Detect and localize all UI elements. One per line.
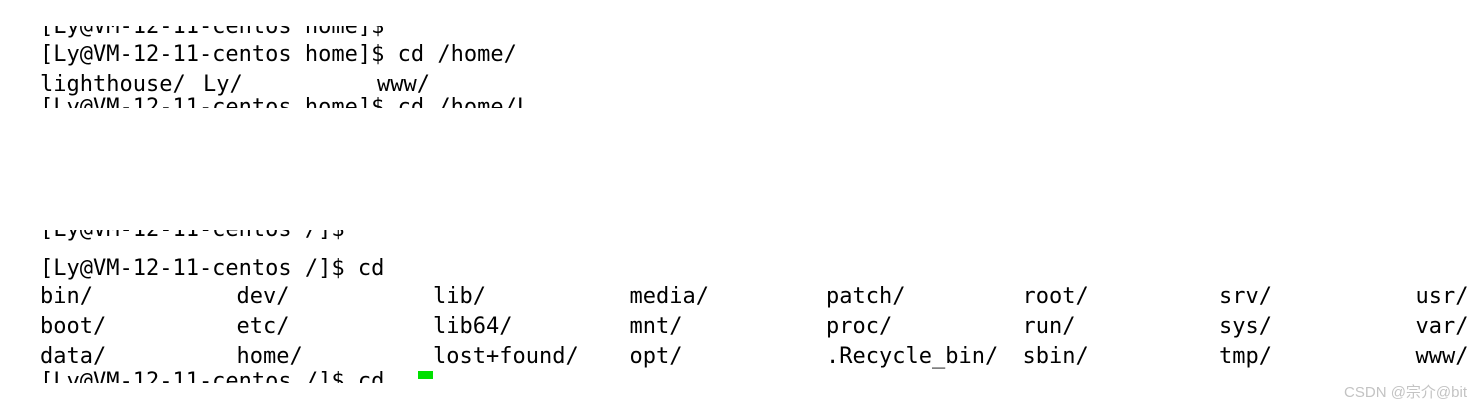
dir-entry-home: home/ xyxy=(236,344,303,369)
dir-entry-boot: boot/ xyxy=(40,314,107,339)
dir-entry-lib64: lib64/ xyxy=(433,314,513,339)
dir-entry-etc: etc/ xyxy=(236,314,290,339)
dir-entry-patch: patch/ xyxy=(826,284,906,309)
dir-listing-row-2: boot/ etc/ lib64/ mnt/ proc/ run/ sys/ v… xyxy=(40,312,1477,342)
dir-entry-sbin: sbin/ xyxy=(1022,344,1089,369)
clipped-line-mid-lower-text: [Ly@VM-12-11-centos /]$ xyxy=(40,230,345,243)
clipped-line-mid-upper-text: [Ly@VM-12-11-centos home]$ cd /home/L xyxy=(40,97,530,108)
dir-entry-recycle-bin: .Recycle_bin/ xyxy=(826,344,999,369)
dir-listing-row-1: bin/ dev/ lib/ media/ patch/ root/ srv/ … xyxy=(40,282,1477,312)
dir-entry-lib: lib/ xyxy=(433,284,486,309)
dir-entry-bin: bin/ xyxy=(40,284,93,309)
dir-entry-usr: usr/ xyxy=(1415,284,1469,309)
dir-entry-tmp: tmp/ xyxy=(1219,344,1272,369)
dir-entry-opt: opt/ xyxy=(629,344,683,369)
clipped-line-bottom: [Ly@VM-12-11-centos /]$ cd xyxy=(40,371,384,383)
dir-entry-proc: proc/ xyxy=(826,314,893,339)
dir-entry-root: root/ xyxy=(1022,284,1089,309)
clipped-line-bottom-text: [Ly@VM-12-11-centos /]$ cd xyxy=(40,371,384,383)
dir-entry-run: run/ xyxy=(1022,314,1076,339)
dir-entry-lost-found: lost+found/ xyxy=(433,344,579,369)
clipped-line-top-text: [Ly@VM-12-11-centos home]$ xyxy=(40,26,385,39)
dir-entry-dev: dev/ xyxy=(236,284,290,309)
dir-entry-mnt: mnt/ xyxy=(629,314,683,339)
prompt-line-root-cd: [Ly@VM-12-11-centos /]$ cd xyxy=(40,256,385,281)
clipped-line-mid-upper: [Ly@VM-12-11-centos home]$ cd /home/L xyxy=(40,97,530,108)
terminal-cursor xyxy=(418,371,433,379)
clipped-line-top: [Ly@VM-12-11-centos home]$ xyxy=(40,26,384,40)
dir-entry-srv: srv/ xyxy=(1219,284,1272,309)
dir-entry-media: media/ xyxy=(629,284,709,309)
dir-entry-lighthouse: lighthouse/ xyxy=(40,72,186,97)
dir-entry-var: var/ xyxy=(1415,314,1469,339)
dir-listing-row-3: data/ home/ lost+found/ opt/ .Recycle_bi… xyxy=(40,342,1477,372)
dir-entry-ly: Ly/ xyxy=(203,72,243,97)
prompt-line-home-cd: [Ly@VM-12-11-centos home]$ cd /home/ xyxy=(40,42,517,67)
dir-entry-www-root: www/ xyxy=(1415,344,1469,369)
completion-list-home: lighthouse/ Ly/ www/ xyxy=(40,70,430,100)
watermark-text: CSDN @宗介@bit xyxy=(1344,384,1467,401)
clipped-line-mid-lower: [Ly@VM-12-11-centos /]$ xyxy=(40,230,345,243)
dir-entry-www-home: www/ xyxy=(377,72,430,97)
dir-entry-data: data/ xyxy=(40,344,107,369)
dir-entry-sys: sys/ xyxy=(1219,314,1272,339)
